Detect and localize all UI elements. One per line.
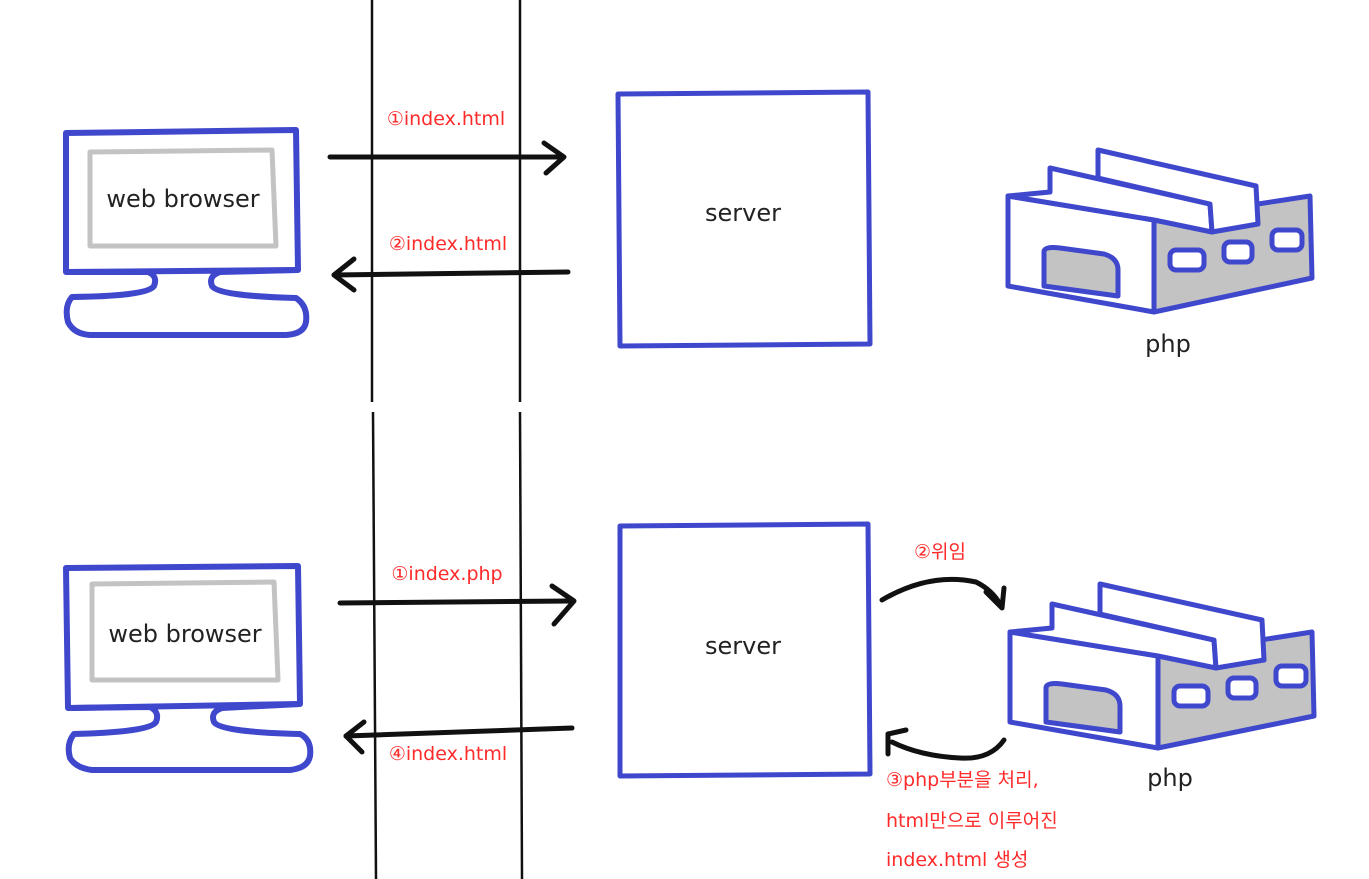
network-boundary [370,0,524,879]
top-browser-computer-icon [63,127,310,338]
bottom-browser-computer-icon [63,563,314,773]
process-label-line2: html만으로 이루어진 [886,810,1058,832]
bottom-request-arrow [337,583,577,627]
bottom-browser-label: web browser [108,620,261,648]
top-request-label: ①index.html [387,108,505,130]
bottom-request-label: ①index.php [391,563,502,585]
bottom-php-factory-icon [1007,581,1317,751]
top-php-label: php [1145,330,1191,358]
bottom-server-box [617,521,873,779]
bottom-response-label: ④index.html [389,743,507,765]
process-label-line3: index.html 생성 [886,849,1028,871]
process-label-line1: ③php부분을 처리, [886,769,1039,791]
bottom-response-arrow [343,719,575,755]
top-response-label: ②index.html [389,233,507,255]
top-server-label: server [705,199,781,227]
top-request-arrow [327,140,567,176]
bottom-server-label: server [705,632,781,660]
bottom-php-label: php [1147,764,1193,792]
top-browser-label: web browser [106,185,259,213]
processed-return-arrow [885,727,1007,761]
delegate-arrow [879,576,1007,611]
top-php-factory-icon [1005,147,1315,315]
delegate-label: ②위임 [914,541,966,563]
top-server-box [615,89,873,349]
top-response-arrow [331,256,571,293]
